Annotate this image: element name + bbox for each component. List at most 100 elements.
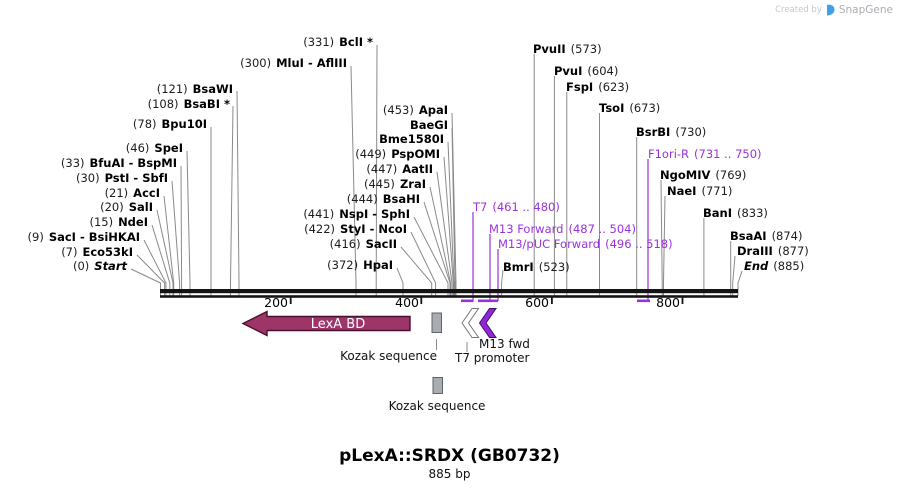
site-name: BsaBI * <box>183 97 230 111</box>
primer-name: T7 <box>473 200 488 214</box>
site-name: SacI - BsiHKAI <box>48 230 140 244</box>
backbone-line-top <box>160 289 738 294</box>
site-pos: (121) <box>156 82 188 96</box>
site-pos: (447) <box>366 162 398 176</box>
pointer-end <box>737 270 743 296</box>
site-label-bcli: (331)BclI * <box>303 36 373 49</box>
watermark-created-by: Created by <box>775 5 822 15</box>
lexa-bd-arrow-label: LexA BD <box>311 317 365 332</box>
pointer-zrai <box>429 186 452 296</box>
site-name: PvuII <box>533 42 566 56</box>
site-pos: (673) <box>629 101 661 115</box>
pointer-bfuai <box>180 165 183 296</box>
site-label-bmri: BmrI (523) <box>503 261 570 274</box>
site-label-pvui: PvuI(604) <box>554 65 618 78</box>
m13-region-mark <box>478 299 498 303</box>
site-name: AccI <box>133 186 160 200</box>
site-label-zrai: (445)ZraI <box>364 178 426 191</box>
primer-name: M13 Forward <box>489 222 564 236</box>
site-pos: (874) <box>771 229 803 243</box>
site-pos: (523) <box>538 260 570 274</box>
site-pos: (422) <box>304 222 336 236</box>
site-name: BmrI <box>503 260 534 274</box>
site-name: FspI <box>566 80 594 94</box>
pointer-bsawi <box>236 90 240 296</box>
primer-label-m13-puc-forward: M13/pUC Forward(496 .. 518) <box>498 238 673 251</box>
site-name: BsrBI <box>636 125 671 139</box>
kozak-sequence-box-1 <box>431 312 442 333</box>
pointer-psti <box>171 180 181 296</box>
site-label-bsawi: (121)BsaWI <box>157 83 233 96</box>
site-name: MluI - AflIII <box>276 56 347 70</box>
site-name: BanI <box>703 206 732 220</box>
site-label-pspomi: (449)PspOMI <box>355 148 440 161</box>
site-label-naei: NaeI(771) <box>667 185 732 198</box>
kozak-sequence-label-1: Kozak sequence <box>340 349 437 363</box>
site-label-mlui: (300)MluI - AflIII <box>240 57 347 70</box>
site-name: End <box>744 259 769 273</box>
site-label-nspi: (441)NspI - SphI <box>303 208 410 221</box>
site-pos: (0) <box>72 259 90 273</box>
ruler-tick-800 <box>681 296 684 304</box>
site-pos: (730) <box>675 125 707 139</box>
kozak-sequence-label-2: Kozak sequence <box>388 399 486 413</box>
primer-label-f1ori-r: F1ori-R(731 .. 750) <box>648 148 762 161</box>
site-name: Bpu10I <box>161 117 207 131</box>
plasmid-backbone <box>160 289 738 304</box>
m13-fwd-arrow <box>478 308 497 338</box>
site-pos: (833) <box>737 206 768 220</box>
pointer-ndei <box>151 224 171 296</box>
site-label-spei: (46)SpeI <box>126 142 183 155</box>
site-label-psti: (30) PstI - SbfI <box>76 172 168 185</box>
pointer-hpai <box>396 267 404 296</box>
site-name: PstI - SbfI <box>104 171 168 185</box>
site-name: Bme1580I <box>379 132 444 146</box>
pointer-styi <box>410 231 437 296</box>
site-label-draiii: DraIII(877) <box>737 245 809 258</box>
site-name: NspI - SphI <box>339 207 410 221</box>
site-label-bsahi: (444)BsaHI <box>347 193 420 206</box>
ruler-tick-600 <box>551 296 553 304</box>
site-pos: (21) <box>104 186 129 200</box>
site-name: NaeI <box>667 184 697 198</box>
site-name: ZraI <box>399 177 426 191</box>
site-pos: (30) <box>75 171 100 185</box>
site-name: BaeGI <box>409 118 448 132</box>
pointer-spei <box>186 150 191 296</box>
site-label-sali: (20)SalI <box>100 201 153 214</box>
primer-range: (496 .. 518) <box>605 237 673 251</box>
pointer-eco53ki <box>136 254 166 296</box>
site-pos: (108) <box>147 97 179 111</box>
t7-promoter-arrow <box>461 308 480 338</box>
site-label-tsoi: TsoI(673) <box>599 102 660 115</box>
site-label-styi: (422) StyI - NcoI <box>304 223 407 236</box>
site-pos: (623) <box>598 80 630 94</box>
pointer-draiii <box>732 255 736 296</box>
ruler-label-800: 800 <box>656 295 680 310</box>
m13-fwd-label: M13 fwd <box>479 337 530 351</box>
site-label-start: (0)Start <box>73 260 127 273</box>
pointer-bme1580i <box>447 141 455 296</box>
site-name: StyI - NcoI <box>340 222 407 236</box>
ruler-label-200: 200 <box>264 295 288 310</box>
site-label-eco53ki: (7)Eco53kI <box>61 246 133 259</box>
site-pos: (885) <box>773 259 805 273</box>
site-pos: (15) <box>89 215 114 229</box>
site-label-sacii: (416)SacII <box>330 238 397 251</box>
primer-range: (731 .. 750) <box>694 147 762 161</box>
primer-label-t7: T7(461 .. 480) <box>473 201 560 214</box>
watermark-brand: SnapGene <box>838 4 893 16</box>
site-pos: (449) <box>355 147 387 161</box>
site-pos: (769) <box>715 168 747 182</box>
snapgene-logo-icon <box>826 4 835 16</box>
site-label-baegi: BaeGI <box>410 119 448 132</box>
ruler-tick-400 <box>420 296 423 304</box>
t7-promoter-label: T7 promoter <box>455 351 530 365</box>
site-label-hpai: (372)HpaI <box>327 259 393 272</box>
site-label-fspi: FspI (623) <box>566 81 629 94</box>
site-label-bpu10i: (78) Bpu10I <box>133 118 207 131</box>
site-name: ApaI <box>418 103 448 117</box>
pointer-bsahi <box>423 201 451 296</box>
site-name: DraIII <box>737 244 773 258</box>
site-pos: (78) <box>132 117 157 131</box>
